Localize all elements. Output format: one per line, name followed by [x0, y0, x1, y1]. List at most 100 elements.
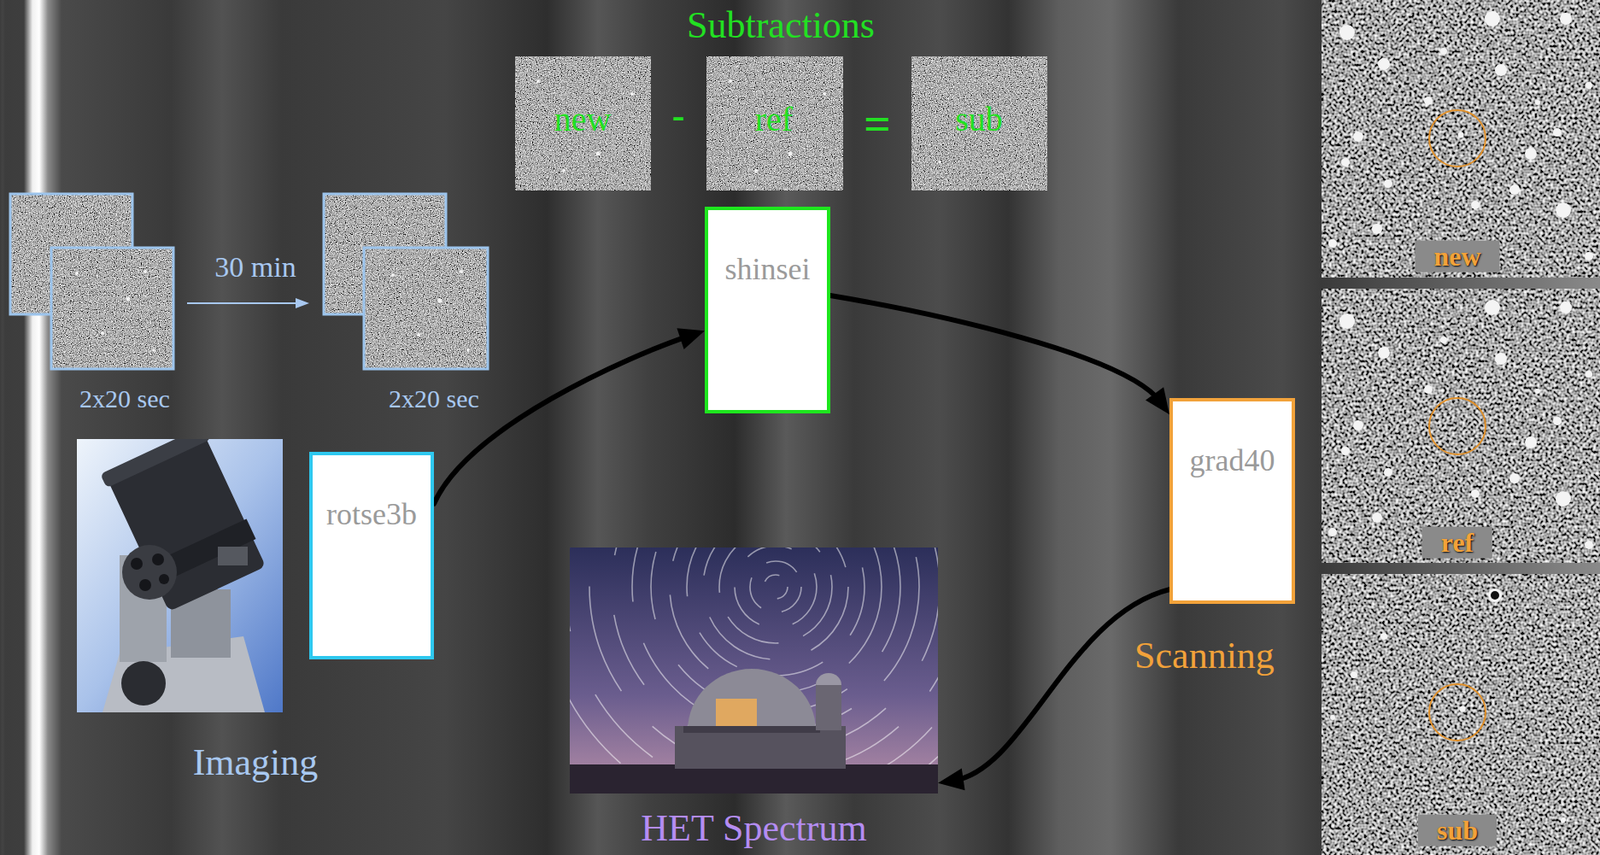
- image-label: sub: [955, 99, 1003, 140]
- subtraction-image: [630, 92, 634, 96]
- observatory-photo: [569, 547, 938, 794]
- detection-thumbnail: [1429, 398, 1486, 455]
- time-arrow: [187, 302, 298, 305]
- telescope-photo: [158, 574, 170, 585]
- subtraction-image: [536, 79, 942, 173]
- detection-thumbnail: [1330, 715, 1336, 721]
- telescope-photo: [76, 439, 283, 713]
- observatory-photo: [632, 547, 920, 731]
- time-label: 30 min: [214, 250, 296, 284]
- process-box: rotse3b: [309, 451, 434, 660]
- box-label: rotse3b: [326, 496, 417, 534]
- flow-arrow: [830, 295, 1170, 415]
- detection-thumbnail: [1459, 706, 1466, 713]
- image-label: new: [554, 99, 612, 140]
- observatory-photo: [569, 547, 938, 794]
- subtraction-image: [706, 56, 844, 191]
- observatory-photo: [815, 673, 842, 686]
- operator-symbol: -: [672, 94, 686, 139]
- detection-thumbnail: [1328, 299, 1594, 550]
- time-arrow: [295, 298, 310, 309]
- exposure-frame: [466, 348, 470, 352]
- subtraction-image: [822, 92, 827, 96]
- observatory-photo: [703, 547, 849, 660]
- telescope-photo: [130, 553, 170, 592]
- arrow-head: [1145, 386, 1170, 415]
- observatory-photo: [589, 547, 938, 774]
- thumbnail-tag: ref: [1422, 527, 1493, 559]
- exposure-frame: [363, 247, 488, 370]
- subtraction-image: [911, 56, 1048, 191]
- exposure-frame: [10, 193, 488, 370]
- detection-thumbnail: [1350, 671, 1358, 679]
- observatory-photo: [750, 561, 802, 613]
- exposure-frame: [152, 348, 156, 352]
- observatory-photo: [569, 547, 938, 794]
- section-heading: Imaging: [193, 741, 319, 786]
- exposure-label: 2x20 sec: [388, 384, 480, 415]
- arrow-line: [433, 335, 691, 505]
- operator-symbol: =: [863, 96, 891, 152]
- observatory-photo: [611, 547, 938, 751]
- process-box: grad40: [1169, 398, 1296, 604]
- observatory-photo: [686, 547, 865, 676]
- exposure-frame: [143, 269, 147, 274]
- observatory-photo: [687, 668, 816, 731]
- observatory-photo: [569, 547, 938, 794]
- detection-thumbnail: [1429, 684, 1486, 741]
- observatory-photo: [674, 726, 846, 769]
- subtraction-image: [536, 79, 540, 83]
- telescope-photo: [121, 661, 166, 706]
- detection-thumbnail: [1490, 591, 1500, 600]
- observatory-photo: [734, 547, 817, 628]
- detection-thumbnail: [1560, 817, 1566, 823]
- observatory-photo: [683, 726, 821, 733]
- observatory-photo: [669, 547, 882, 693]
- box-label: shinsei: [724, 251, 810, 288]
- observatory-photo: [569, 547, 938, 794]
- section-heading: Scanning: [1134, 634, 1275, 679]
- observatory-photo: [815, 683, 842, 731]
- flow-arrow: [937, 589, 1170, 791]
- detection-thumbnail: [1321, 574, 1600, 855]
- detection-thumbnail: [1488, 588, 1502, 603]
- subtraction-image: [938, 161, 942, 165]
- exposure-frame: [416, 333, 421, 337]
- exposure-frame: [51, 247, 174, 370]
- telescope-photo: [122, 545, 177, 600]
- subtraction-image: [562, 169, 566, 173]
- subtraction-image: [788, 152, 793, 157]
- exposure-frame: [75, 269, 156, 352]
- exposure-frame: [391, 269, 470, 352]
- image-label: ref: [755, 99, 793, 140]
- detection-thumbnail: [1321, 288, 1600, 563]
- detection-thumbnail: [1321, 0, 1600, 278]
- observatory-photo: [719, 547, 833, 644]
- arrow-line: [953, 589, 1170, 781]
- detection-thumbnail: [1429, 110, 1486, 167]
- exposure-frame: [459, 269, 464, 274]
- detection-thumbnail: [1380, 632, 1388, 640]
- box-label: grad40: [1189, 442, 1276, 480]
- exposure-frame: [100, 331, 105, 335]
- telescope-photo: [99, 439, 270, 614]
- exposure-label: 2x20 sec: [79, 384, 170, 415]
- telescope-photo: [217, 546, 248, 566]
- exposure-frame: [391, 273, 395, 277]
- detection-thumbnail: [1328, 11, 1594, 261]
- time-arrow: [187, 298, 310, 309]
- telescope-photo: [139, 579, 152, 592]
- arrow-head: [676, 328, 705, 350]
- observatory-photo: [715, 698, 757, 730]
- exposure-frame: [438, 298, 443, 304]
- detection-thumbnail: [1321, 0, 1600, 855]
- exposure-frame: [126, 297, 131, 302]
- exposure-frame: [363, 247, 488, 370]
- photo-node: HET Spectrum: [569, 547, 938, 854]
- arrow-head: [937, 767, 966, 791]
- thumbnail-tag: sub: [1418, 814, 1497, 847]
- arrow-line: [830, 295, 1161, 403]
